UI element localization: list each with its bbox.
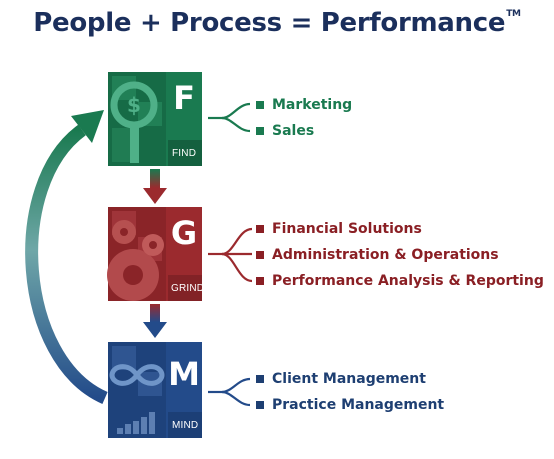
bullet-square-icon [256,127,264,135]
trademark-mark: TM [506,9,521,19]
grind-letter: G [170,214,198,252]
find-connector [208,102,251,133]
down-arrow-find-grind [143,169,167,204]
bullet-square-icon [256,277,264,285]
find-letter: F [173,79,195,117]
bullet-square-icon [256,375,264,383]
bullet-square-icon [256,251,264,259]
bullet-square-icon [256,101,264,109]
list-item: Practice Management [256,392,444,418]
find-label: FIND [172,148,197,159]
grind-block [107,207,202,301]
list-item: Financial Solutions [256,216,544,242]
list-item: Marketing [256,92,352,118]
grind-items: Financial Solutions Administration & Ope… [256,216,544,294]
down-arrow-grind-mind [143,304,167,338]
mind-label: MIND [172,420,199,431]
bar-chart-icon [117,412,155,434]
grind-connector [208,227,253,283]
infinity-icon [109,364,165,386]
mind-block [108,342,202,438]
svg-text:$: $ [127,93,141,117]
list-item: Performance Analysis & Reporting [256,268,544,294]
diagram-title: People + Process = PerformanceTM [0,8,554,38]
mind-letter: M [168,355,200,393]
find-block: $ [108,72,202,166]
loop-arrow [25,110,108,404]
list-item: Client Management [256,366,444,392]
find-items: Marketing Sales [256,92,352,144]
bullet-square-icon [256,401,264,409]
grind-label: GRIND [171,283,205,294]
mind-connector [208,377,251,407]
list-item: Administration & Operations [256,242,544,268]
mind-items: Client Management Practice Management [256,366,444,418]
list-item: Sales [256,118,352,144]
title-text: People + Process = Performance [33,8,506,38]
gears-icon [107,220,164,301]
bullet-square-icon [256,225,264,233]
magnifier-icon: $ [110,81,158,163]
